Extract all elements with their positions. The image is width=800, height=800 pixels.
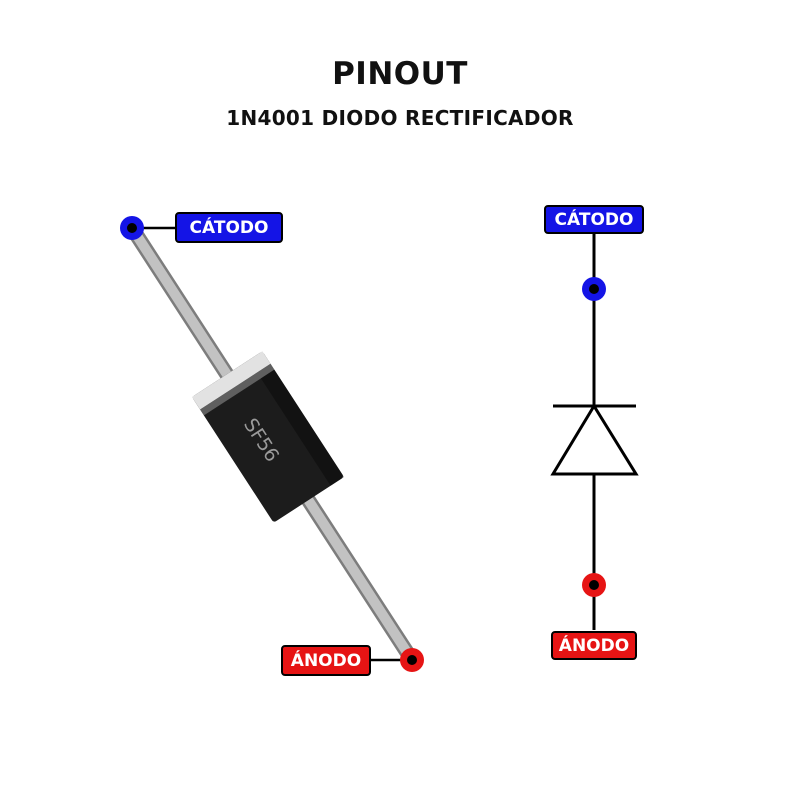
diode-body: SF56 [191, 351, 345, 522]
schematic-anode-tag: ÁNODO [551, 631, 637, 660]
schematic-anode-center [589, 580, 599, 590]
schematic-cathode-center [589, 284, 599, 294]
diode-schematic: CÁTODO ÁNODO [544, 205, 644, 660]
schematic-anode-label: ÁNODO [559, 634, 629, 656]
cathode-tag: CÁTODO [175, 212, 283, 243]
diode-triangle [550, 403, 639, 476]
cathode-pin-center [127, 223, 137, 233]
anode-label: ÁNODO [291, 649, 361, 671]
cathode-label: CÁTODO [190, 216, 269, 238]
schematic-cathode-tag: CÁTODO [544, 205, 644, 234]
schematic-cathode-label: CÁTODO [555, 208, 634, 230]
page-subtitle: 1N4001 DIODO RECTIFICADOR [226, 106, 574, 130]
diode-component: SF56 CÁTODO ÁNODO [120, 212, 424, 676]
anode-pin-center [407, 655, 417, 665]
anode-tag: ÁNODO [281, 645, 371, 676]
page-title: PINOUT [332, 56, 468, 92]
